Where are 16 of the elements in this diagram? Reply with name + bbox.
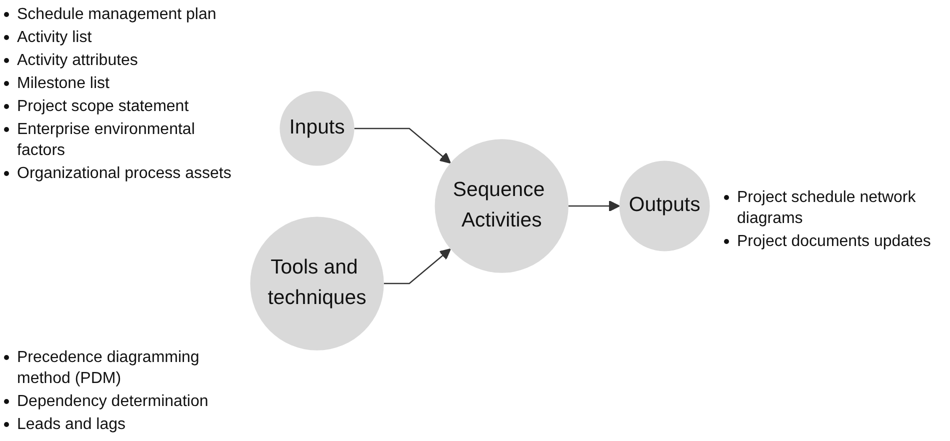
bullet-text: Leads and lags — [17, 415, 126, 435]
process-circle: Tools and techniques — [250, 216, 384, 350]
process-circle: Inputs — [280, 90, 354, 166]
bullet-text: Activity attributes — [17, 51, 138, 71]
bullet-text: Dependency determination — [17, 392, 208, 412]
bullet-text: Organizational process assets — [17, 164, 232, 184]
bullet-text: Milestone list — [17, 74, 110, 94]
bullet-text: Schedule management plan — [17, 5, 216, 25]
bullet-text: Enterprise environmental factors — [17, 120, 196, 161]
bullet-text: Project schedule network diagrams — [737, 188, 917, 229]
bullet-text: Precedence diagramming method (PDM) — [17, 348, 200, 389]
process-circle: Outputs — [619, 160, 710, 251]
bullet-text: Project documents updates — [737, 232, 931, 252]
bullet-text: Activity list — [17, 28, 92, 48]
process-circle: Sequence Activities — [434, 138, 568, 273]
bullet-text: Project scope statement — [17, 97, 189, 117]
